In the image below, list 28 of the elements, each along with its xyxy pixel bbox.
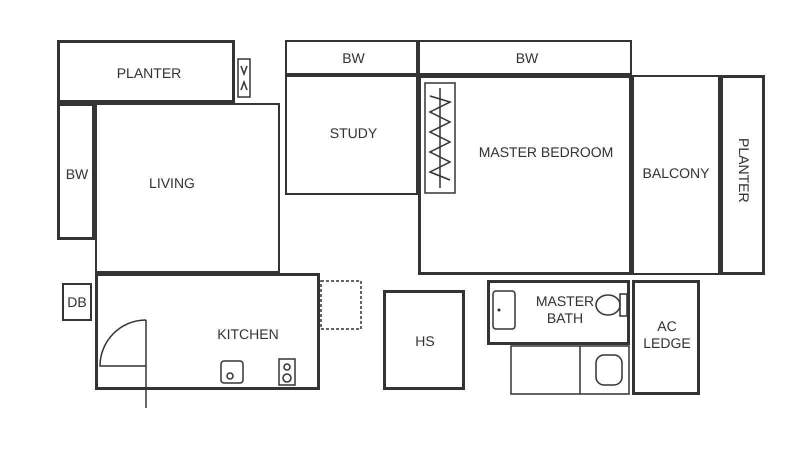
room-outline [95,273,320,390]
room-label: DB [66,294,88,311]
room-outline [62,283,92,321]
room-label: HS [414,333,436,350]
room-outline [57,103,95,240]
room-outline [285,75,418,195]
room-outline [487,280,630,345]
room-label: LIVING [148,175,196,192]
room-label: MASTER BEDROOM [478,144,614,161]
room-outline [95,103,280,273]
room-label: STUDY [328,125,378,142]
room-label: BALCONY [642,165,710,182]
room-label: MASTER BATH [534,293,596,327]
room-label: AC LEDGE [642,318,692,352]
room-label: PLANTER [116,65,182,82]
room-label: KITCHEN [216,326,280,343]
room-outline [632,280,700,395]
room-label: PLANTER [735,138,752,203]
room-label: BW [341,50,366,67]
room-outline [720,75,765,275]
room-label: BW [64,166,90,183]
room-outline [285,40,418,75]
room-outline [418,40,632,75]
room-outline [57,40,235,103]
room-outline [418,75,632,275]
room-outline [383,290,465,390]
room-outline [632,75,720,275]
room-label: BW [514,50,540,67]
